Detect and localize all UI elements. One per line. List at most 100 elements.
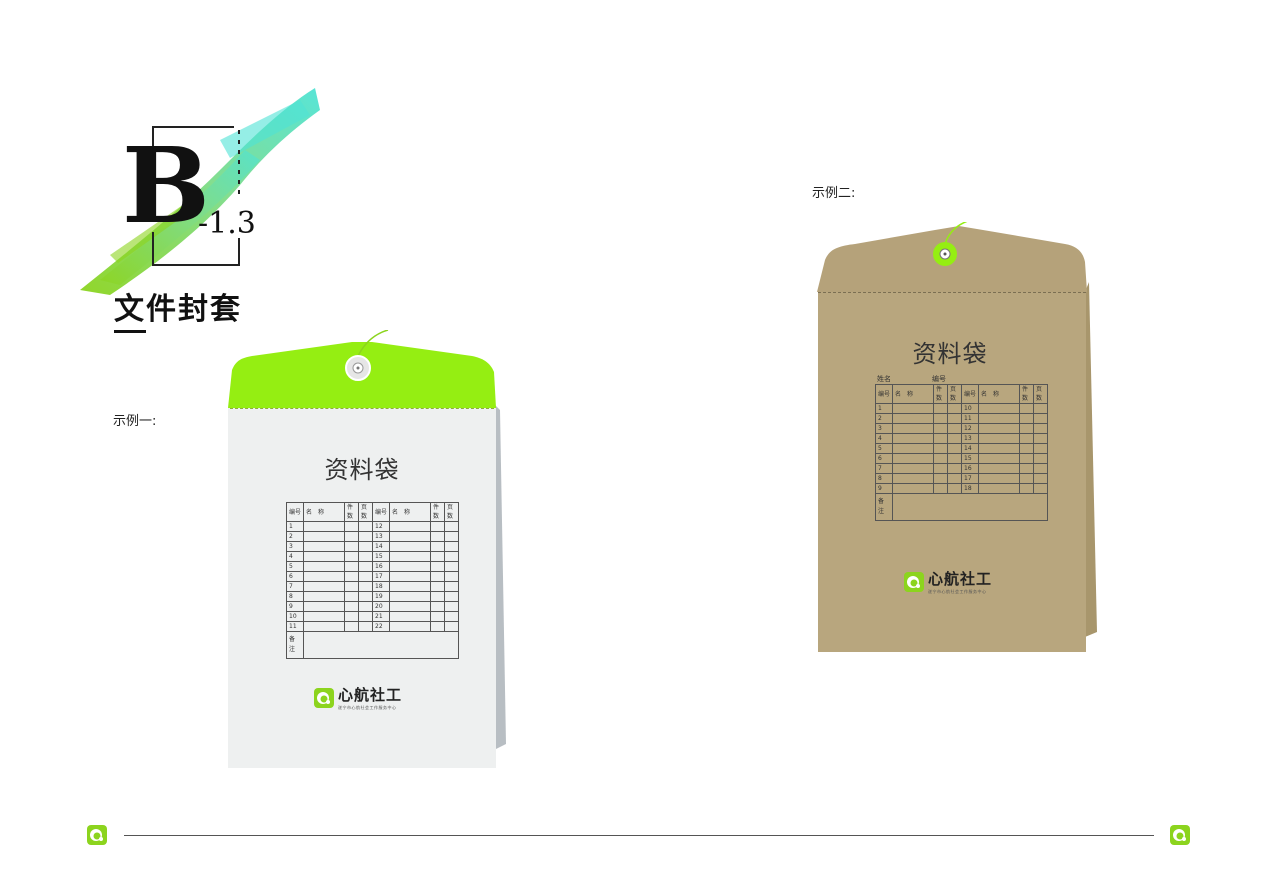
- form-empty-cell: [358, 601, 373, 612]
- form-number-cell: 14: [961, 443, 979, 454]
- form-empty-cell: [444, 571, 459, 582]
- form-number-cell: 13: [372, 531, 390, 542]
- form-number-cell: 10: [961, 403, 979, 414]
- example1-label: 示例一:: [113, 414, 157, 429]
- form-empty-cell: [444, 551, 459, 562]
- form-empty-cell: [303, 591, 345, 602]
- form-empty-cell: [303, 561, 345, 572]
- form-empty-cell: [978, 403, 1020, 414]
- form-empty-cell: [344, 541, 359, 552]
- section-number: -1.3: [198, 206, 256, 241]
- form-number-cell: 20: [372, 601, 390, 612]
- form-header-row: 编号名 称件数页数编号名 称件数页数: [875, 384, 1048, 404]
- form-header-cell: 件数: [430, 502, 445, 522]
- form-empty-cell: [358, 521, 373, 532]
- form-number-cell: 7: [286, 581, 304, 592]
- form-empty-cell: [1033, 423, 1048, 434]
- form-number-cell: 6: [286, 571, 304, 582]
- form-empty-cell: [947, 423, 962, 434]
- footer-left-logo-icon: [87, 825, 107, 845]
- form-number-cell: 16: [372, 561, 390, 572]
- form-empty-cell: [344, 611, 359, 622]
- form-empty-cell: [444, 541, 459, 552]
- form-header-cell: 编号: [286, 502, 304, 522]
- form-empty-cell: [978, 433, 1020, 444]
- form-empty-cell: [389, 601, 431, 612]
- example2-label: 示例二:: [812, 186, 856, 201]
- form-empty-cell: [303, 611, 345, 622]
- logo-subtitle: 遂宁市心航社会工作服务中心: [338, 705, 397, 710]
- form-number-cell: 9: [286, 601, 304, 612]
- form-empty-cell: [978, 443, 1020, 454]
- form-empty-cell: [430, 591, 445, 602]
- form-empty-cell: [444, 601, 459, 612]
- form-empty-cell: [444, 581, 459, 592]
- form-empty-cell: [389, 611, 431, 622]
- form-empty-cell: [1019, 403, 1034, 414]
- form-empty-cell: [978, 453, 1020, 464]
- form-empty-cell: [303, 601, 345, 612]
- logo-subtitle: 遂宁市心航社会工作服务中心: [928, 589, 987, 594]
- form-empty-cell: [892, 423, 934, 434]
- form-empty-cell: [358, 611, 373, 622]
- form-number-cell: 5: [875, 443, 893, 454]
- form-number-cell: 15: [961, 453, 979, 464]
- form-remarks-field: [303, 631, 459, 659]
- frame-top-line: [152, 126, 234, 128]
- form-empty-cell: [892, 443, 934, 454]
- form-number-cell: 2: [286, 531, 304, 542]
- logo-name: 心航社工: [338, 686, 403, 704]
- form-empty-cell: [430, 571, 445, 582]
- form-number-cell: 14: [372, 541, 390, 552]
- form-empty-cell: [344, 571, 359, 582]
- form-empty-cell: [389, 551, 431, 562]
- form-number-cell: 19: [372, 591, 390, 602]
- form-empty-cell: [389, 571, 431, 582]
- form-header-cell: 件数: [933, 384, 948, 404]
- form-empty-cell: [933, 463, 948, 474]
- form-remarks-field: [892, 493, 1048, 521]
- form-number-cell: 6: [875, 453, 893, 464]
- form-empty-cell: [978, 463, 1020, 474]
- form-number-cell: 12: [372, 521, 390, 532]
- form-empty-cell: [947, 443, 962, 454]
- form-row: 4 13: [875, 433, 1048, 444]
- form-empty-cell: [1019, 463, 1034, 474]
- form-number-cell: 3: [286, 541, 304, 552]
- form-header-cell: 编号: [372, 502, 390, 522]
- footer-right-logo-icon: [1170, 825, 1190, 845]
- form-header-cell: 页数: [358, 502, 373, 522]
- form-header-cell: 编号: [961, 384, 979, 404]
- form-empty-cell: [892, 483, 934, 494]
- form-empty-cell: [1033, 433, 1048, 444]
- form-number-cell: 7: [875, 463, 893, 474]
- form-number-cell: 13: [961, 433, 979, 444]
- form-remarks-label: 备 注: [875, 493, 893, 521]
- form-header-cell: 名 称: [892, 384, 934, 404]
- form-number-cell: 8: [875, 473, 893, 484]
- form-empty-cell: [430, 601, 445, 612]
- form-number-cell: 1: [875, 403, 893, 414]
- brand-logo-icon: [904, 571, 924, 592]
- form-empty-cell: [430, 621, 445, 632]
- form-empty-cell: [947, 483, 962, 494]
- envelope2-logo: 心航社工 遂宁市心航社会工作服务中心: [904, 568, 992, 595]
- form-empty-cell: [892, 463, 934, 474]
- form-empty-cell: [444, 531, 459, 542]
- form-header-cell: 页数: [444, 502, 459, 522]
- form-empty-cell: [892, 473, 934, 484]
- form-number-cell: 4: [875, 433, 893, 444]
- form-row: 2 13: [286, 531, 459, 542]
- form-empty-cell: [303, 541, 345, 552]
- form-empty-cell: [1033, 463, 1048, 474]
- form-row: 9 20: [286, 601, 459, 612]
- form-empty-cell: [303, 551, 345, 562]
- form-number-cell: 18: [961, 483, 979, 494]
- form-empty-cell: [430, 531, 445, 542]
- brand-logo-icon: [314, 687, 334, 708]
